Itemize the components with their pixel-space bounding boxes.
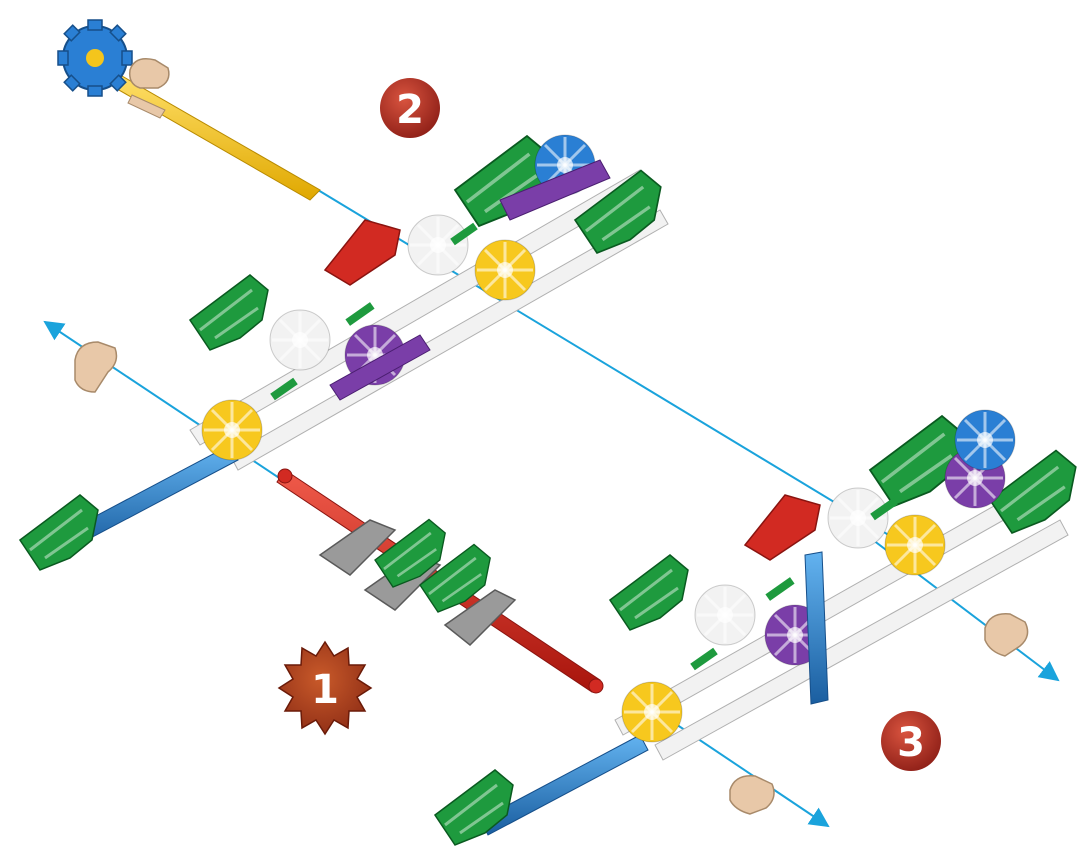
step-badge-3: 3: [881, 711, 941, 771]
step-number-2: 2: [396, 87, 424, 133]
chassis-left: [20, 135, 668, 570]
step-number-1: 1: [311, 667, 339, 713]
tan-spacer-c: [730, 776, 774, 814]
step-badge-2: 2: [380, 78, 440, 138]
blue-gear-with-yellow-rod: [58, 20, 320, 200]
tan-spacer-icon: [130, 59, 169, 88]
step-badge-1: 1: [279, 642, 371, 734]
tan-spacer-b: [985, 614, 1028, 656]
step-number-3: 3: [897, 720, 925, 766]
tan-spacer-a: [75, 342, 116, 392]
